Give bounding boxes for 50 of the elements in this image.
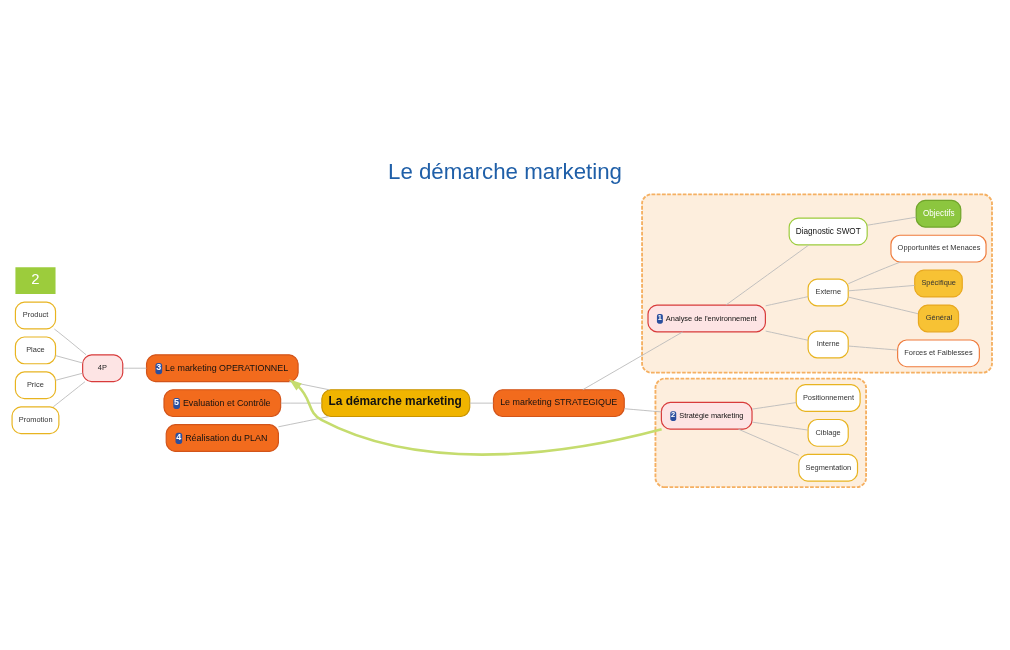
node-box: Externe — [807, 277, 849, 306]
node-box: Forces et Faiblesses — [897, 338, 980, 367]
connector — [737, 428, 800, 456]
connector — [847, 345, 898, 350]
cluster — [654, 377, 867, 488]
cluster — [641, 192, 993, 374]
node-box: Ciblage — [807, 418, 849, 447]
connector — [866, 216, 917, 226]
node-box: Objectifs — [915, 199, 962, 228]
node-box: La démarche marketing — [321, 388, 471, 417]
connector — [765, 330, 809, 341]
diagram-title: Le démarche marketing — [388, 158, 622, 184]
connector — [847, 296, 919, 314]
node-box: Positionnement — [795, 383, 861, 412]
connector — [277, 415, 330, 427]
connector — [751, 421, 809, 430]
node-box: Promotion — [11, 405, 60, 434]
node-box: Interne — [807, 329, 849, 358]
connector — [624, 407, 662, 412]
node-box: Opportunités et Menaces — [890, 234, 987, 263]
node-box: 3 Le marketing OPERATIONNEL — [145, 353, 299, 382]
arrow — [289, 378, 662, 456]
node-box: 2 Stratégie marketing — [660, 401, 753, 430]
connector — [55, 354, 83, 363]
connector — [53, 328, 87, 355]
connector — [751, 401, 797, 410]
node-box: Price — [14, 370, 57, 399]
node-box: Diagnostic SWOT — [788, 217, 868, 245]
node-box: Product — [14, 301, 57, 329]
node-box: 4P — [82, 353, 124, 382]
connector — [725, 244, 810, 305]
connector — [122, 367, 147, 369]
node-box: Le marketing STRATEGIQUE — [492, 388, 625, 417]
node-box: Général — [917, 303, 960, 332]
connector — [847, 284, 916, 291]
connector — [469, 402, 494, 404]
connector — [280, 402, 322, 404]
connector — [847, 261, 901, 284]
node-box: 1 Analyse de l'environnement — [647, 303, 766, 332]
connector — [55, 372, 83, 381]
connector — [582, 331, 684, 390]
connector — [288, 380, 330, 390]
label: 2 — [31, 270, 40, 287]
node-box: 5 Evaluation et Contrôle — [163, 388, 282, 417]
node-box: Segmentation — [798, 453, 859, 482]
node-box: Spécifique — [914, 269, 963, 297]
connector — [765, 295, 809, 306]
node-box: 4 Réalisation du PLAN — [165, 423, 279, 452]
node-box: Place — [14, 335, 57, 364]
connector — [52, 380, 86, 407]
